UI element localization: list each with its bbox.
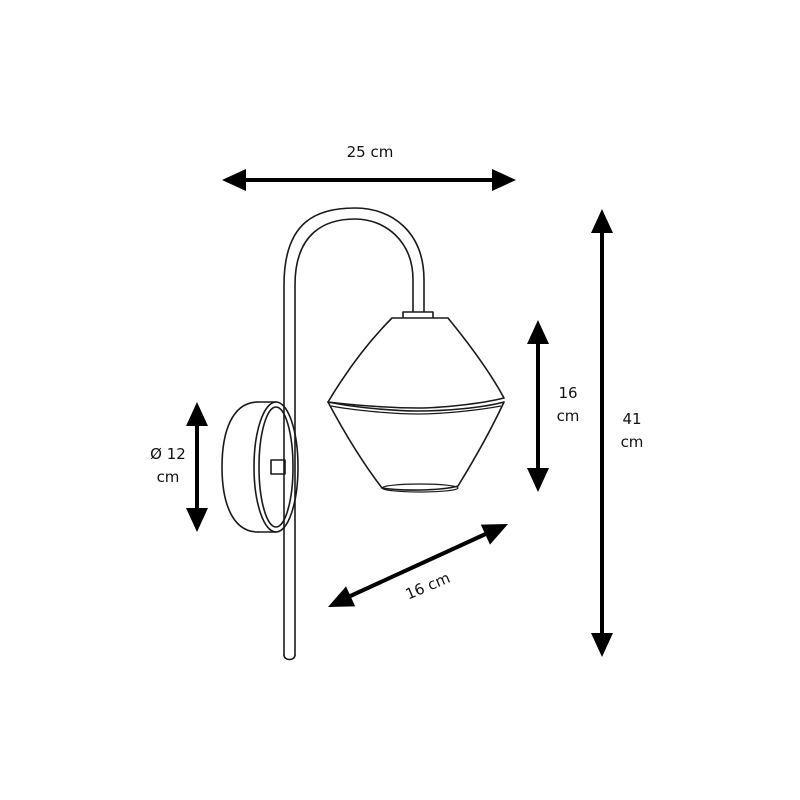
total-height-value: 41: [622, 410, 642, 428]
shade-height-label: 16 cm: [548, 382, 588, 428]
lamp-shade: [327, 317, 505, 493]
total-height-arrow: [591, 209, 613, 657]
base-diameter-value: Ø 12: [150, 445, 186, 463]
wall-mount-base: [221, 401, 299, 533]
total-height-label: 41 cm: [612, 408, 652, 454]
total-height-unit: cm: [620, 433, 644, 451]
dimension-arrows: [186, 169, 613, 657]
depth-arrow: [328, 524, 508, 607]
width-label: 25 cm: [330, 141, 410, 164]
width-arrow: [222, 169, 516, 191]
base-diameter-unit: cm: [156, 468, 180, 486]
base-diameter-arrow: [186, 402, 208, 532]
width-label-text: 25 cm: [346, 143, 394, 161]
shade-height-unit: cm: [556, 407, 580, 425]
shade-height-value: 16: [558, 384, 578, 402]
base-diameter-label: Ø 12 cm: [138, 443, 198, 489]
shade-height-arrow: [527, 320, 549, 492]
wall-lamp-drawing: [221, 207, 505, 661]
lamp-arm: [283, 207, 425, 661]
